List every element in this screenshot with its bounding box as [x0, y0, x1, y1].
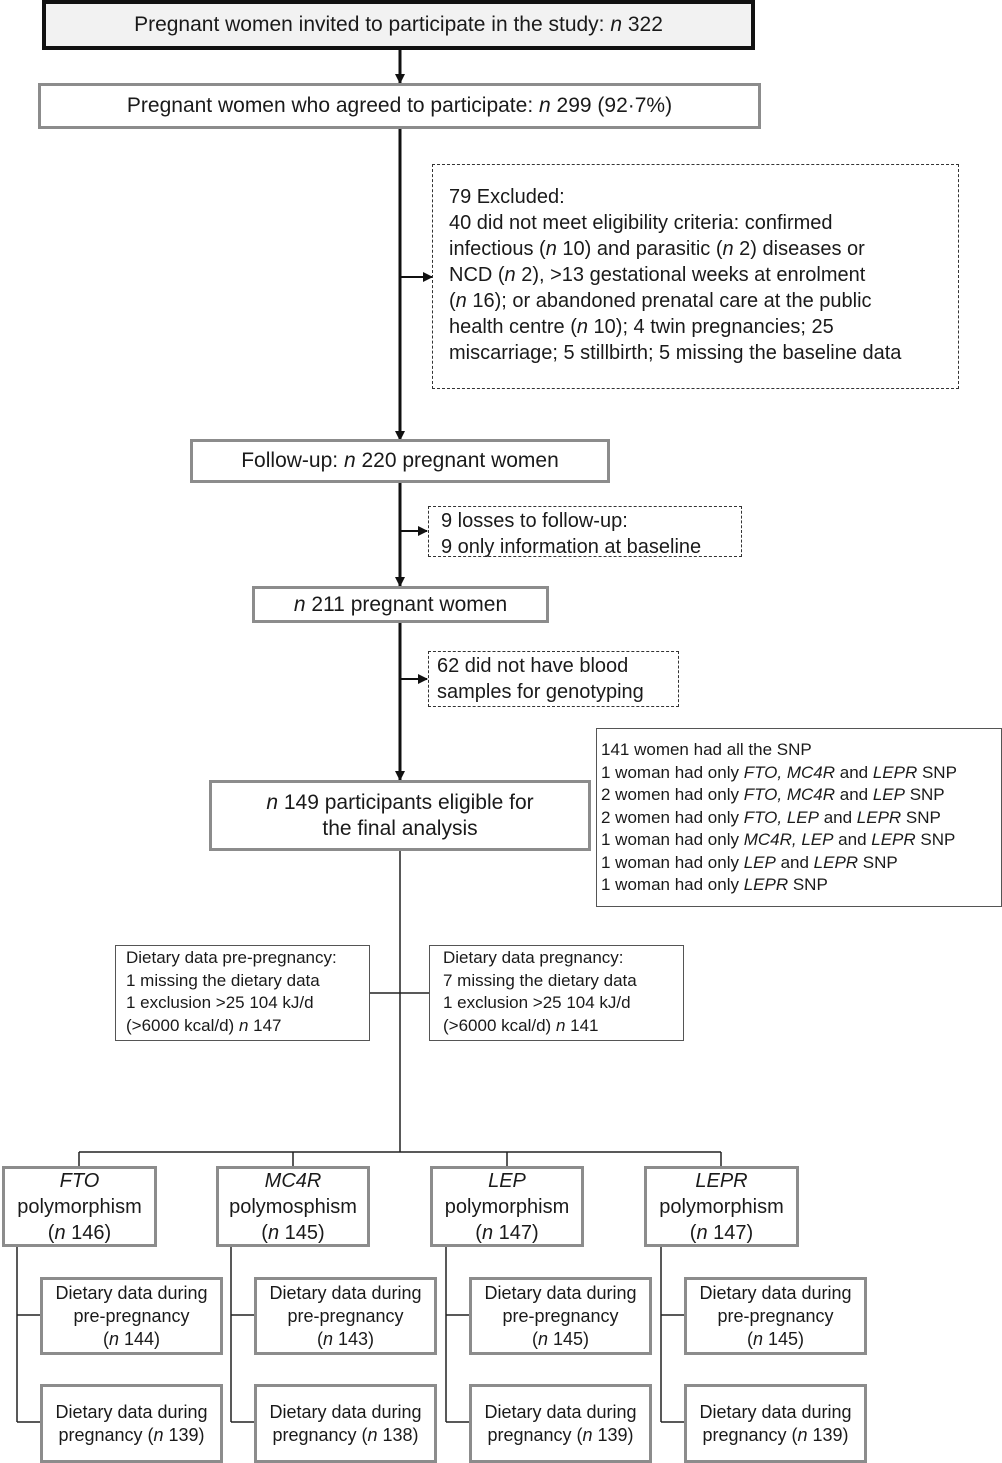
mc4r-preg-box: Dietary data during pregnancy (n 138): [254, 1384, 437, 1463]
losses-box: 9 losses to follow-up: 9 only informatio…: [428, 506, 742, 558]
followup-box: Follow-up: n 220 pregnant women: [190, 439, 610, 483]
gene-box-lepr: LEPR polymorphism (n 147): [644, 1166, 799, 1247]
diet-preg-box: Dietary data pregnancy: 7 missing the di…: [429, 945, 684, 1041]
agreed-count: 299 (92·7%): [550, 94, 673, 117]
gene-box-fto: FTO polymorphism (n 146): [2, 1166, 157, 1247]
eligible-count: 149 participants eligible for: [278, 790, 534, 814]
agreed-text: Pregnant women who agreed to participate…: [126, 94, 539, 117]
agreed-box: Pregnant women who agreed to participate…: [38, 83, 761, 129]
invited-box: Pregnant women invited to participate in…: [42, 0, 755, 50]
fto-preg-box: Dietary data during pregnancy (n 139): [40, 1384, 223, 1463]
gene-box-lep: LEP polymorphism (n 147): [430, 1166, 584, 1247]
excluded-box: 79 Excluded: 40 did not meet eligibility…: [432, 164, 959, 389]
lepr-preg-box: Dietary data during pregnancy (n 139): [684, 1384, 867, 1463]
excluded-title: 79 Excluded:: [449, 186, 565, 208]
invited-text: Pregnant women invited to participate in…: [134, 13, 611, 36]
n211-count: 211 pregnant women: [305, 592, 508, 616]
n211-box: n 211 pregnant women: [252, 586, 549, 623]
eligible-box: n 149 participants eligible for the fina…: [209, 780, 591, 851]
followup-count: 220 pregnant women: [355, 449, 559, 472]
diet-pre-box: Dietary data pre-pregnancy: 1 missing th…: [115, 945, 370, 1041]
snp-note-box: 141 women had all the SNP 1 woman had on…: [596, 728, 1002, 907]
gene-box-mc4r: MC4R polymosphism (n 145): [216, 1166, 370, 1247]
lep-preg-box: Dietary data during pregnancy (n 139): [469, 1384, 652, 1463]
blood-box: 62 did not have blood samples for genoty…: [428, 651, 679, 707]
invited-count: 322: [622, 13, 663, 36]
